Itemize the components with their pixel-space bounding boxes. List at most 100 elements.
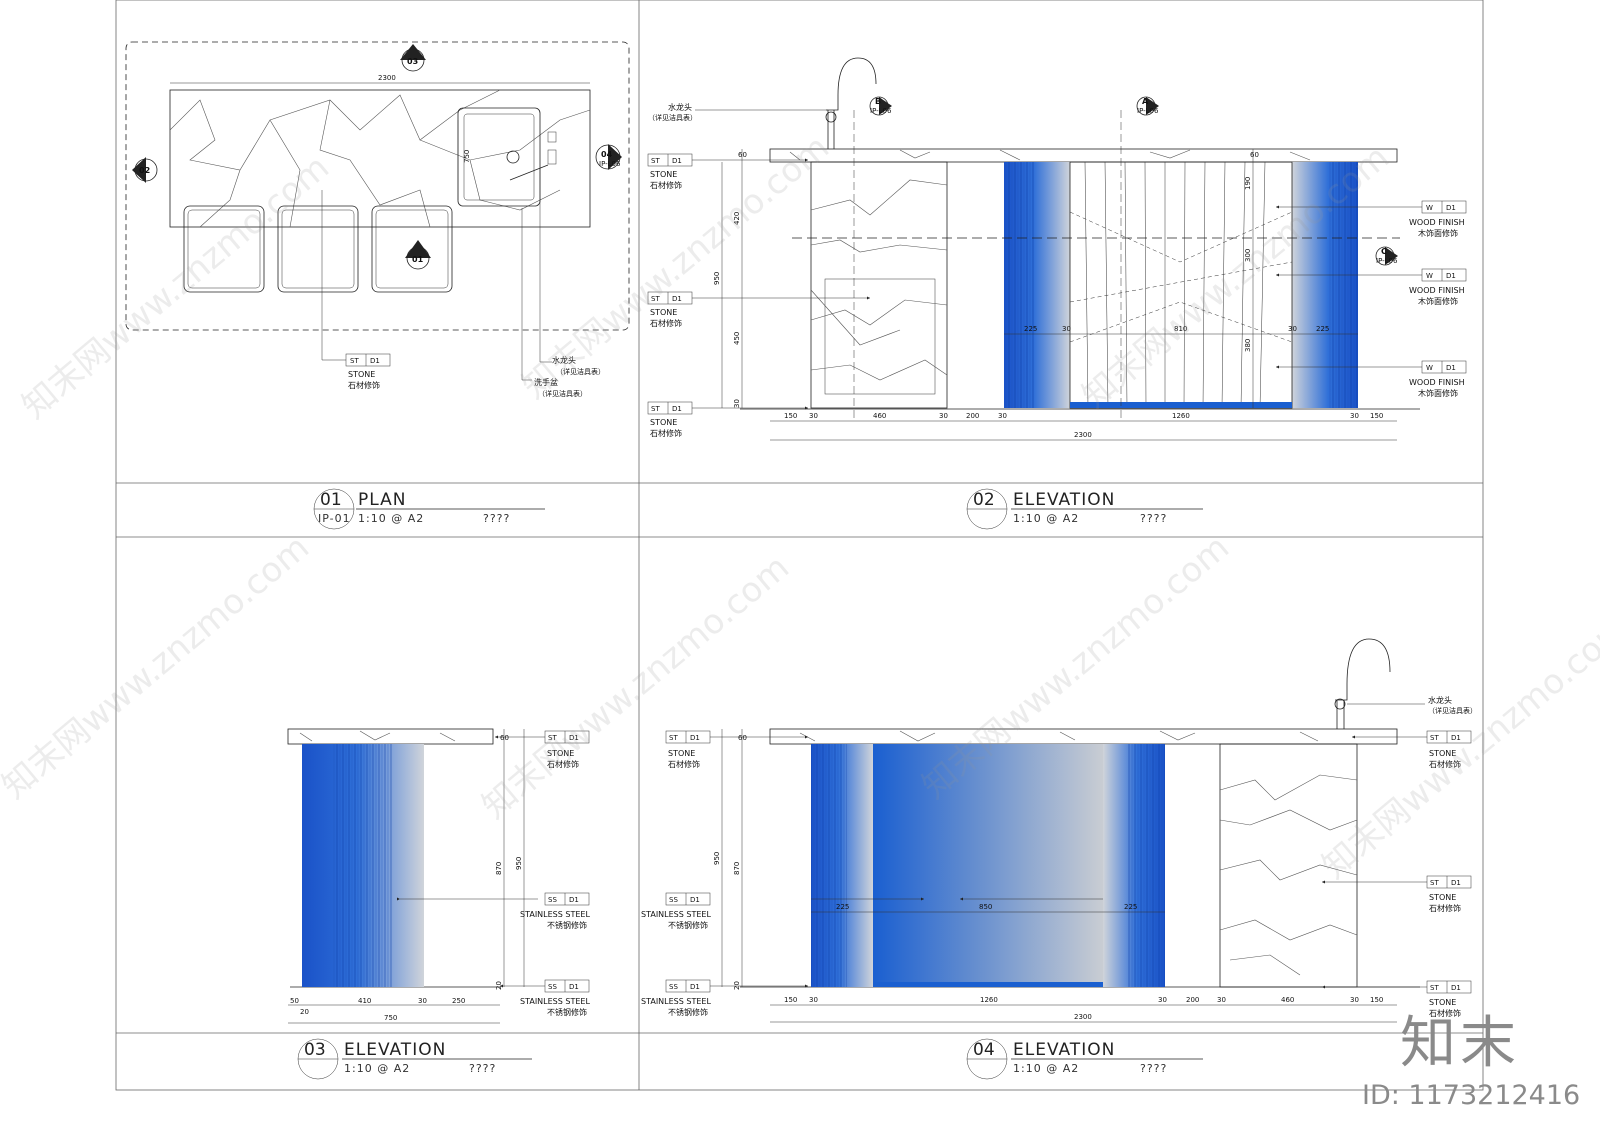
- svg-text:1:10 @ A2: 1:10 @ A2: [1013, 1062, 1079, 1075]
- svg-text:01: 01: [320, 490, 342, 510]
- svg-text:（详见洁具表）: （详见洁具表）: [538, 389, 587, 398]
- svg-text:03: 03: [407, 57, 418, 66]
- svg-text:B: B: [875, 97, 881, 106]
- svg-text:225: 225: [1024, 325, 1037, 333]
- svg-text:ST: ST: [1430, 984, 1439, 992]
- svg-text:30: 30: [1288, 325, 1297, 333]
- e02-section-marker-c[interactable]: C IP-L06: [1375, 246, 1398, 266]
- svg-text:????: ????: [1140, 512, 1167, 525]
- svg-text:（详见洁具表）: （详见洁具表）: [648, 113, 697, 122]
- title-block-02: 02 ELEVATION 1:10 @ A2 ????: [966, 488, 1203, 530]
- svg-text:D1: D1: [672, 295, 682, 303]
- svg-text:W: W: [1426, 204, 1433, 212]
- e04-faucet: [1335, 638, 1391, 729]
- svg-text:1:10 @ A2: 1:10 @ A2: [358, 512, 424, 525]
- svg-text:ST: ST: [651, 295, 660, 303]
- svg-text:2300: 2300: [1074, 1013, 1092, 1021]
- svg-text:50: 50: [290, 997, 299, 1005]
- plan-drain: [506, 150, 520, 164]
- svg-text:石材修饰: 石材修饰: [650, 180, 682, 190]
- svg-text:A: A: [1142, 97, 1149, 106]
- plan-seat-2: [277, 205, 359, 293]
- svg-text:04: 04: [601, 150, 613, 159]
- svg-text:ELEVATION: ELEVATION: [1013, 1040, 1115, 1060]
- svg-text:IP-L06: IP-L06: [599, 160, 621, 168]
- svg-text:D1: D1: [1446, 272, 1456, 280]
- svg-text:不锈钢修饰: 不锈钢修饰: [547, 920, 587, 930]
- svg-text:STONE: STONE: [650, 418, 677, 427]
- svg-text:D1: D1: [1451, 879, 1461, 887]
- svg-text:1:10 @ A2: 1:10 @ A2: [344, 1062, 410, 1075]
- svg-text:460: 460: [873, 412, 886, 420]
- plan-callout-02[interactable]: 02: [132, 157, 158, 183]
- plan-callout-01[interactable]: 01: [405, 240, 431, 270]
- svg-text:250: 250: [452, 997, 465, 1005]
- svg-text:1:10 @ A2: 1:10 @ A2: [1013, 512, 1079, 525]
- svg-text:WOOD FINISH: WOOD FINISH: [1409, 286, 1465, 295]
- svg-text:ELEVATION: ELEVATION: [1013, 490, 1115, 510]
- svg-text:01: 01: [412, 255, 424, 264]
- plan-seat-3: [371, 205, 453, 293]
- e03-counter-top: [287, 728, 494, 745]
- e02-section-marker-a[interactable]: A IP-L06: [1136, 96, 1159, 116]
- e02-wood-panel: [1069, 161, 1293, 409]
- plan-dim-depth: 750: [463, 150, 471, 163]
- svg-text:150: 150: [784, 412, 797, 420]
- svg-text:ST: ST: [651, 157, 660, 165]
- svg-text:30: 30: [418, 997, 427, 1005]
- svg-text:2300: 2300: [1074, 431, 1092, 439]
- svg-text:D1: D1: [672, 157, 682, 165]
- svg-text:（详见洁具表）: （详见洁具表）: [1428, 706, 1477, 715]
- svg-text:04: 04: [973, 1040, 995, 1060]
- svg-text:450: 450: [733, 332, 741, 345]
- svg-text:STONE: STONE: [1429, 893, 1456, 902]
- plan-basin-label: 洗手盆: [534, 377, 558, 387]
- svg-text:30: 30: [1350, 996, 1359, 1004]
- e02-section-marker-b[interactable]: B IP-L06: [869, 96, 892, 116]
- svg-text:D1: D1: [569, 896, 579, 904]
- svg-text:200: 200: [1186, 996, 1199, 1004]
- svg-text:150: 150: [784, 996, 797, 1004]
- svg-text:60: 60: [738, 151, 747, 159]
- plan-callout-03[interactable]: 03: [400, 44, 426, 72]
- svg-text:WOOD FINISH: WOOD FINISH: [1409, 218, 1465, 227]
- svg-text:石材修饰: 石材修饰: [1429, 1008, 1461, 1018]
- svg-text:200: 200: [966, 412, 979, 420]
- title-block-04: 04 ELEVATION 1:10 @ A2 ????: [966, 1038, 1203, 1080]
- e02-faucet: [826, 57, 877, 149]
- svg-text:1260: 1260: [1172, 412, 1190, 420]
- svg-text:W: W: [1426, 272, 1433, 280]
- plan-dim-length: 2300: [378, 74, 396, 82]
- svg-text:ST: ST: [350, 357, 359, 365]
- svg-text:WOOD FINISH: WOOD FINISH: [1409, 378, 1465, 387]
- plan-callout-04[interactable]: 04 IP-L06: [595, 144, 622, 170]
- brand-id-label: ID: 1173212416: [1362, 1080, 1581, 1111]
- svg-text:SS: SS: [548, 896, 557, 904]
- svg-text:石材修饰: 石材修饰: [650, 428, 682, 438]
- svg-text:02: 02: [973, 490, 995, 510]
- svg-text:不锈钢修饰: 不锈钢修饰: [668, 1007, 708, 1017]
- svg-text:60: 60: [1250, 151, 1259, 159]
- svg-text:03: 03: [304, 1040, 326, 1060]
- svg-text:木饰面修饰: 木饰面修饰: [1418, 388, 1458, 398]
- plan-counter-top: [169, 89, 591, 228]
- svg-text:30: 30: [939, 412, 948, 420]
- svg-text:ST: ST: [651, 405, 660, 413]
- svg-text:D1: D1: [690, 896, 700, 904]
- svg-text:810: 810: [1174, 325, 1187, 333]
- svg-text:30: 30: [998, 412, 1007, 420]
- plan-section-boundary: [125, 41, 630, 331]
- svg-text:D1: D1: [690, 983, 700, 991]
- svg-text:20: 20: [733, 981, 741, 990]
- svg-text:STONE: STONE: [650, 170, 677, 179]
- plan-view: 2300 750 03 02 04 IP-L06: [125, 41, 630, 398]
- svg-text:ST: ST: [548, 734, 557, 742]
- plan-seat-1: [183, 205, 265, 293]
